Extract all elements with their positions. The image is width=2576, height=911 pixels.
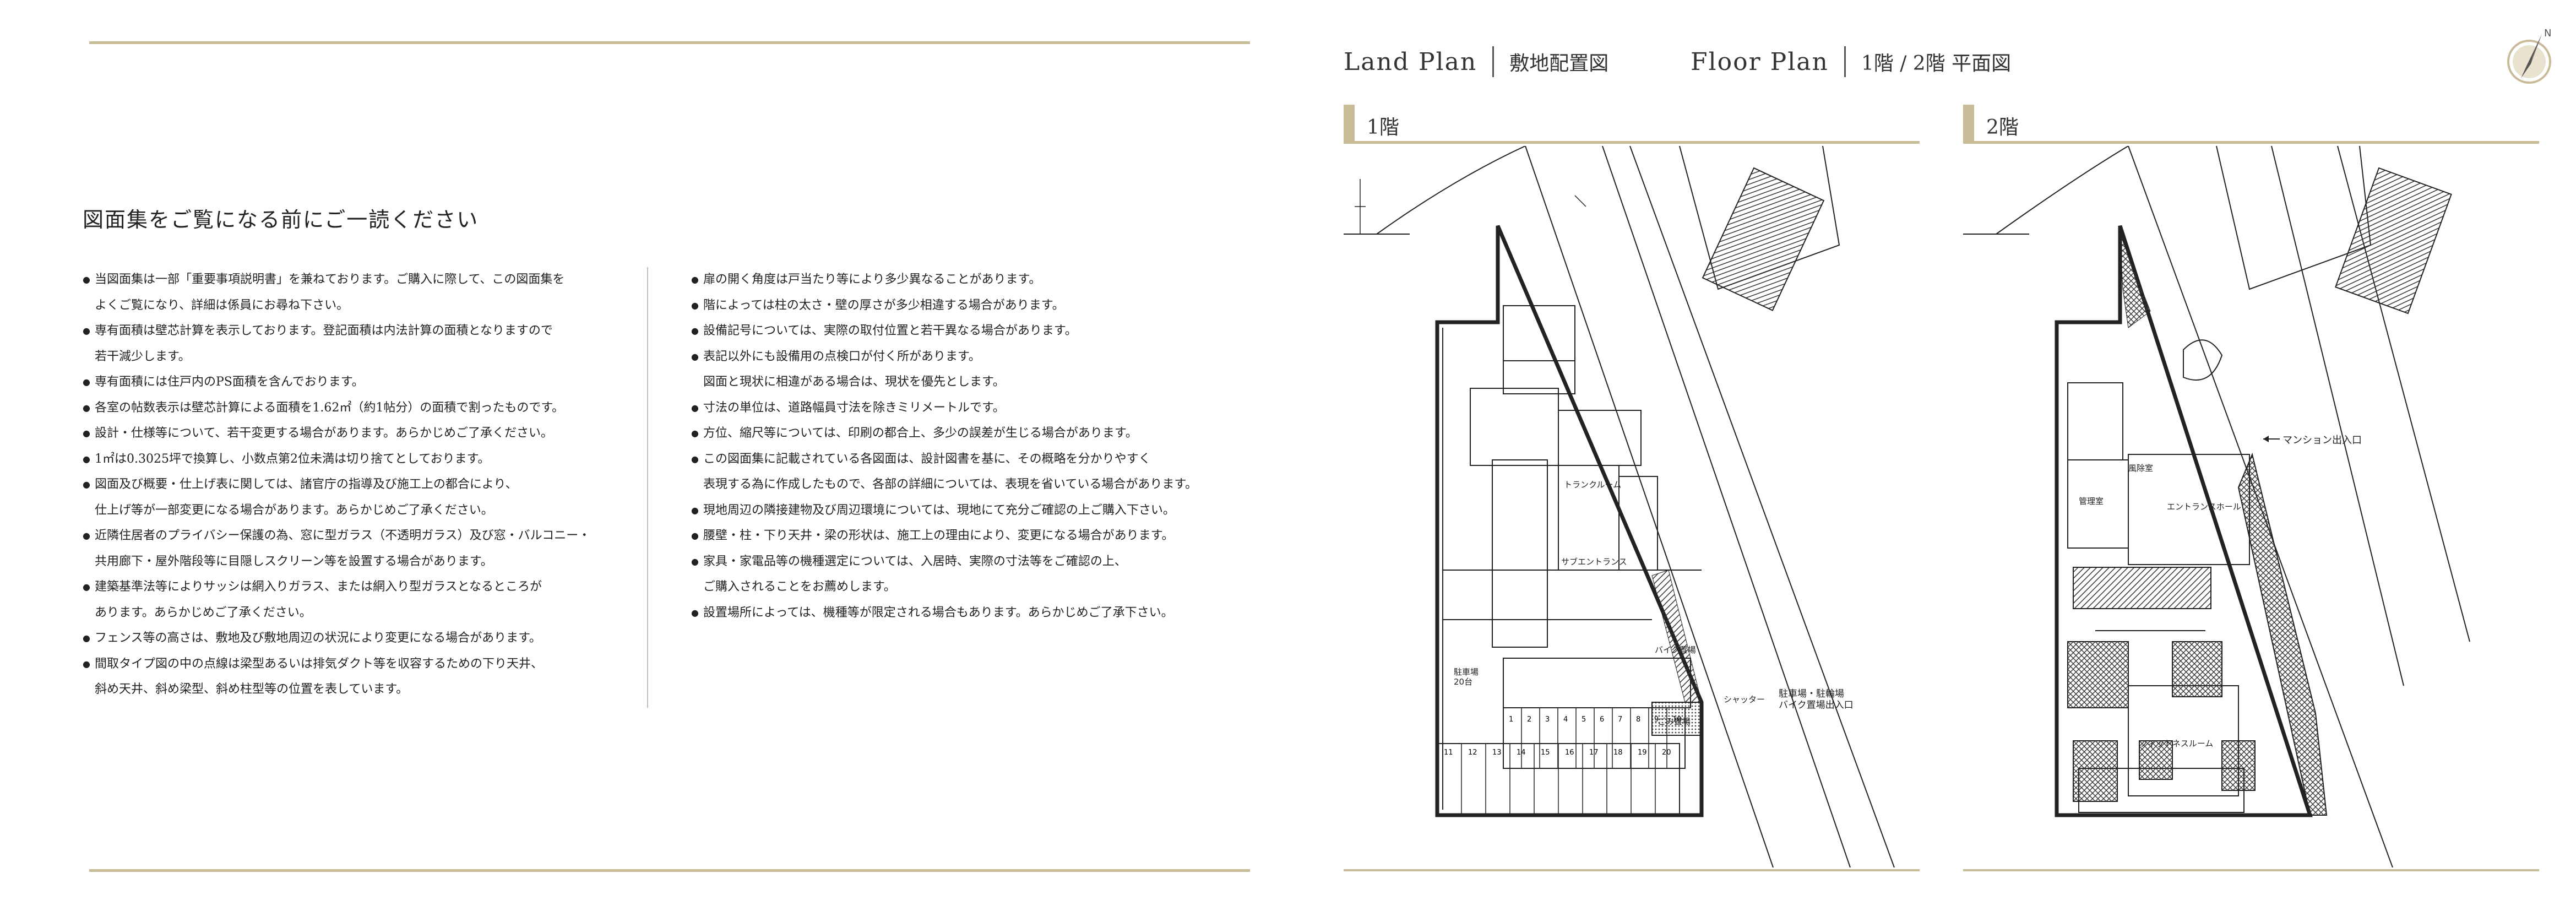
parking-slot-number: 17: [1589, 749, 1599, 757]
notice-item: 表記以外にも設備用の点検口が付く所があります。: [691, 344, 1197, 370]
land-plan-header: Land Plan 敷地配置図: [1344, 45, 1608, 78]
parking-slot-number: 1: [1509, 715, 1513, 724]
floor-tag-mark: [1963, 105, 1974, 142]
notice-item: 設計・仕様等について、若干変更する場合があります。あらかじめご了承ください。: [83, 421, 590, 447]
notice-item: 専有面積には住戸内のPS面積を含んでおります。: [83, 370, 590, 395]
bottom-rule-plan2: [1963, 869, 2539, 871]
floor-plan-jp: 1階 / 2階 平面図: [1861, 52, 2012, 75]
land-plan-jp: 敷地配置図: [1509, 52, 1609, 75]
bottom-rule-plan1: [1344, 869, 1920, 871]
notice-item: 表現する為に作成したもので、各部の詳細については、表現を省いている場合があります…: [703, 478, 1198, 491]
parking-slot-number: 7: [1618, 715, 1622, 724]
notice-item: 間取タイプ図の中の点線は梁型あるいは排気ダクト等を収容するための下り天井、: [83, 652, 590, 677]
garbage-label: ごみ置場: [1657, 717, 1691, 726]
floor2-label: 2階: [1986, 116, 2019, 139]
notice-item: 設備記号については、実際の取付位置と若干異なる場合があります。: [691, 318, 1197, 344]
notice-item: 近隣住居者のプライバシー保護の為、窓に型ガラス（不透明ガラス）及び窓・バルコニー…: [83, 523, 590, 549]
notice-item: 専有面積は壁芯計算を表示しております。登記面積は内法計算の面積となりますので: [83, 318, 590, 344]
header-divider: [1492, 46, 1494, 77]
parking-slot-number: 19: [1638, 749, 1647, 757]
notice-item: 腰壁・柱・下り天井・梁の形状は、施工上の理由により、変更になる場合があります。: [691, 523, 1197, 549]
parking-slot-number: 10: [1672, 715, 1682, 724]
floor1-label: 1階: [1367, 116, 1399, 139]
north-compass-icon: N: [2507, 28, 2551, 84]
notice-right-column: 扉の開く角度は戸当たり等により多少異なることがあります。階によっては柱の太さ・壁…: [691, 267, 1197, 626]
svg-text:N: N: [2544, 28, 2551, 39]
bike-label: バイク置場: [1655, 645, 1696, 655]
notice-item: 方位、縮尺等については、印刷の都合上、多少の誤差が生じる場合があります。: [691, 421, 1197, 447]
floor-tag-mark: [1344, 105, 1355, 142]
parking-slot-number: 20: [1662, 749, 1671, 757]
top-rule-left: [89, 41, 1250, 44]
notice-item: 図面及び概要・仕上げ表に関しては、諸官庁の指導及び施工上の都合により、: [83, 472, 590, 498]
floor-tag-underline: [1344, 141, 1920, 144]
floor2-tag: 2階: [1963, 105, 2539, 144]
sub-entrance-label: サブエントランス: [1561, 557, 1627, 567]
parking-slot-number: 11: [1444, 749, 1453, 757]
notice-item: 仕上げ等が一部変更になる場合があります。あらかじめご了承ください。: [95, 503, 493, 517]
trunk-room-label: トランクルーム: [1564, 480, 1621, 490]
parking-slot-number: 18: [1613, 749, 1623, 757]
notice-item: 家具・家電品等の機種選定については、入居時、実際の寸法等をご確認の上、: [691, 549, 1197, 575]
car-entry-label: 駐車場・駐輪場バイク置場出入口: [1779, 688, 1854, 711]
floor1-tag: 1階: [1344, 105, 1920, 144]
column-divider: [647, 267, 648, 708]
header-divider: [1844, 46, 1846, 77]
notice-item: 共用廊下・屋外階段等に目隠しスクリーン等を設置する場合があります。: [95, 554, 493, 568]
notice-item: 当図面集は一部「重要事項説明書」を兼ねております。ご購入に際して、この図面集を: [83, 267, 590, 293]
notice-item: あります。あらかじめご了承ください。: [95, 605, 312, 620]
entrance-hall-label: エントランスホール: [2167, 502, 2241, 512]
notice-title: 図面集をご覧になる前にご一読ください: [83, 208, 479, 232]
parking-slot-number: 6: [1600, 715, 1604, 724]
parking-slot-number: 9: [1654, 715, 1659, 724]
floor2-plan-drawing: エントランスホール フィットネスルーム 管理室 風除室 マンション出入口: [1963, 146, 2470, 867]
notice-item: 図面と現状に相違がある場合は、現状を優先とします。: [703, 375, 1005, 389]
notice-item: 寸法の単位は、道路幅員寸法を除きミリメートルです。: [691, 395, 1197, 421]
floor-plan-header: Floor Plan 1階 / 2階 平面図: [1691, 45, 2011, 78]
notice-item: 建築基準法等によりサッシは網入りガラス、または網入り型ガラスとなるところが: [83, 574, 590, 600]
notice-item: この図面集に記載されている各図面は、設計図書を基に、その概略を分かりやすく: [691, 447, 1197, 473]
shutter-label: シャッター: [1724, 695, 1765, 704]
notice-item: 扉の開く角度は戸当たり等により多少異なることがあります。: [691, 267, 1197, 293]
parking-slot-number: 16: [1565, 749, 1574, 757]
notice-item: よくご覧になり、詳細は係員にお尋ね下さい。: [95, 298, 349, 312]
notice-left-column: 当図面集は一部「重要事項説明書」を兼ねております。ご購入に際して、この図面集をよ…: [83, 267, 590, 703]
parking-slot-number: 5: [1582, 715, 1586, 724]
lobby-label: 風除室: [2128, 463, 2153, 473]
floor-plan-en: Floor Plan: [1691, 47, 1829, 76]
notice-item: 1㎡は0.3025坪で換算し、小数点第2位未満は切り捨てとしております。: [83, 447, 590, 473]
parking-slot-number: 14: [1517, 749, 1526, 757]
notice-item: 各室の帖数表示は壁芯計算による面積を1.62㎡（約1帖分）の面積で割ったものです…: [83, 395, 590, 421]
floor-tag-underline: [1963, 141, 2539, 144]
parking-slot-number: 3: [1545, 715, 1550, 724]
fitness-room-label: フィットネスルーム: [2139, 739, 2213, 749]
bottom-rule-left: [89, 869, 1250, 872]
parking-slot-number: 2: [1527, 715, 1531, 724]
notice-item: 階によっては柱の太さ・壁の厚さが多少相違する場合があります。: [691, 293, 1197, 319]
notice-item: フェンス等の高さは、敷地及び敷地周辺の状況により変更になる場合があります。: [83, 626, 590, 652]
notice-item: ご購入されることをお薦めします。: [703, 580, 896, 594]
parking-slot-number: 8: [1636, 715, 1640, 724]
notice-item: 設置場所によっては、機種等が限定される場合もあります。あらかじめご了承下さい。: [691, 600, 1197, 626]
manager-room-label: 管理室: [2079, 496, 2104, 506]
notice-item: 若干減少します。: [95, 349, 191, 364]
mansion-entry-label: マンション出入口: [2282, 435, 2362, 446]
parking-slot-number: 4: [1563, 715, 1568, 724]
parking-slot-number: 15: [1541, 749, 1550, 757]
land-plan-en: Land Plan: [1344, 47, 1477, 76]
notice-item: 現地周辺の隣接建物及び周辺環境については、現地にて充分ご確認の上ご購入下さい。: [691, 498, 1197, 524]
parking-slot-number: 12: [1468, 749, 1477, 757]
parking-slot-number: 13: [1492, 749, 1502, 757]
notice-item: 斜め天井、斜め梁型、斜め柱型等の位置を表しています。: [95, 682, 409, 696]
